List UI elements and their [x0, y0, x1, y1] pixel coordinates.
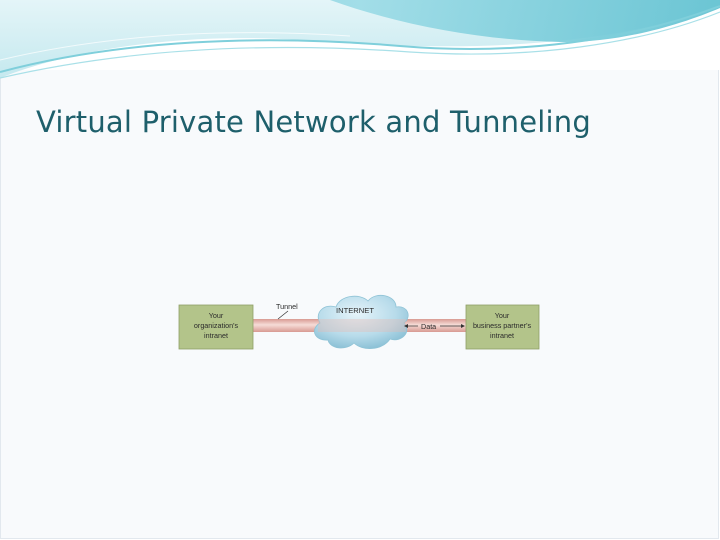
vpn-tunnel-diagram: Your organization's intranet Your busine… [178, 285, 540, 357]
right-intranet-box: Your business partner's intranet [466, 305, 539, 349]
left-box-line-3: intranet [204, 331, 228, 340]
left-intranet-box: Your organization's intranet [179, 305, 253, 349]
left-box-line-2: organization's [194, 321, 239, 330]
tunnel-label: Tunnel [276, 302, 298, 311]
tunnel-pointer-line [278, 311, 288, 319]
internet-label: INTERNET [336, 306, 374, 315]
header-swoosh-decoration [0, 0, 720, 90]
right-box-line-1: Your [495, 311, 510, 320]
right-box-line-3: intranet [490, 331, 514, 340]
left-box-line-1: Your [209, 311, 224, 320]
data-label: Data [421, 322, 436, 331]
right-box-line-2: business partner's [473, 321, 532, 330]
slide-title: Virtual Private Network and Tunneling [36, 105, 591, 139]
